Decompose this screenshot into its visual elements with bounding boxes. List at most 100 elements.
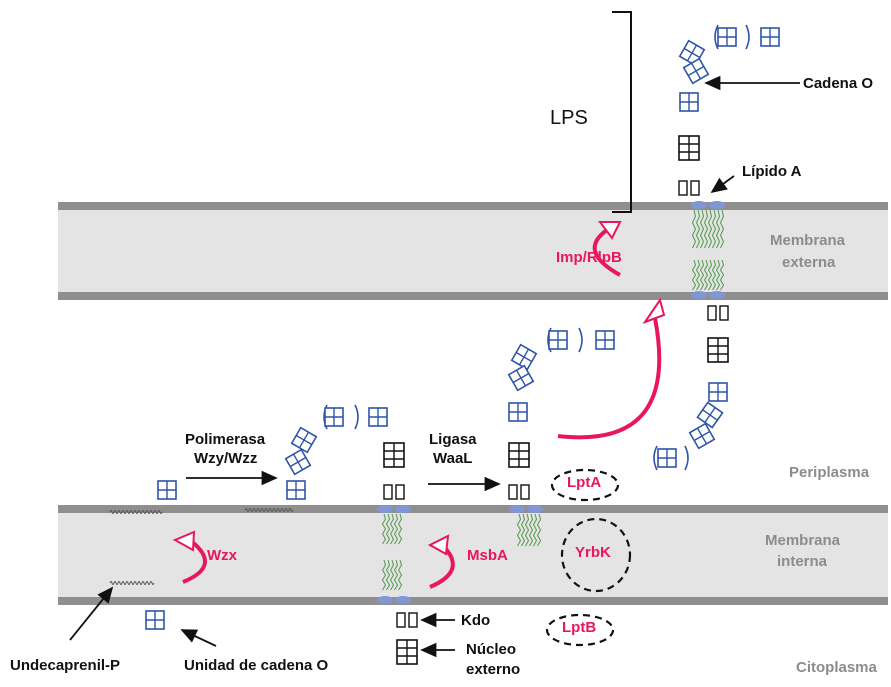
- ligasa-label-1: Ligasa: [429, 431, 477, 448]
- sugar-unit-icon: [688, 422, 716, 450]
- lipid-tail-icon: [711, 209, 717, 249]
- sugar-unit-icon: [510, 343, 538, 371]
- lipid-tail-icon: [385, 513, 391, 545]
- core-icon: [396, 639, 418, 665]
- sugar-unit-icon: [679, 92, 699, 112]
- citoplasma-label: Citoplasma: [796, 659, 877, 676]
- lipid-tail-icon: [520, 513, 526, 547]
- lipido-a-label: Lípido A: [742, 163, 802, 180]
- kdo-box: [678, 180, 688, 196]
- kdo-icon: [396, 612, 418, 628]
- membrana-externa-label-1: Membrana: [770, 232, 846, 249]
- nucleo-label-2: externo: [466, 661, 521, 678]
- lipid-tail-icon: [715, 259, 721, 291]
- pointer-arrow-icon: [180, 629, 217, 647]
- lipid-tail-icon: [536, 513, 542, 547]
- sugar-line: [686, 44, 698, 62]
- lipid-tail-icon: [707, 259, 713, 291]
- lipid-head-icon: [509, 505, 525, 513]
- inner-membrane-bottom: [58, 597, 888, 605]
- sugar-line: [289, 456, 307, 468]
- polimerasa-label-1: Polimerasa: [185, 431, 266, 448]
- imp-ripb-label: Imp/RlpB: [556, 249, 622, 266]
- kdo-box: [707, 305, 717, 321]
- bracket-left: [323, 404, 328, 430]
- nucleo-label-1: Núcleo: [466, 641, 517, 658]
- lipid-tail-icon: [711, 259, 717, 291]
- bracket-right: [684, 445, 689, 471]
- lipid-head-icon: [709, 201, 725, 209]
- pointer-arrow-icon: [69, 586, 114, 641]
- wzx-label: Wzx: [207, 547, 237, 564]
- lipid-tail-icon: [385, 559, 391, 591]
- lipid-tail-icon: [516, 513, 522, 547]
- kdo-box: [408, 612, 418, 628]
- undecaprenyl-carrier-icon: [109, 581, 155, 585]
- kdo-box: [520, 484, 530, 500]
- flip-arrow-head-icon: [427, 534, 450, 556]
- sugar-unit-icon: [657, 448, 677, 468]
- sugar-unit-icon: [290, 426, 318, 454]
- membrana-externa-label-2: externa: [782, 254, 836, 271]
- inner-membrane-top: [58, 505, 888, 513]
- lipid-head-icon: [377, 505, 393, 513]
- repeat-bracket-icon: [547, 327, 583, 353]
- lipid-tail-icon: [699, 209, 705, 249]
- sugar-unit-icon: [145, 610, 165, 630]
- kdo-label: Kdo: [461, 612, 491, 629]
- membrana-interna-label-1: Membrana: [765, 532, 841, 549]
- sugar-line: [518, 348, 530, 366]
- yrbk-label: YrbK: [575, 544, 611, 561]
- lipid-tail-icon: [524, 513, 530, 547]
- kdo-box: [690, 180, 700, 196]
- lipid-tail-icon: [397, 513, 403, 545]
- undecaprenyl-carrier-icon: [109, 510, 163, 514]
- undecaprenil-label: Undecaprenil-P: [10, 657, 121, 674]
- unidad-cadena-o-label: Unidad de cadena O: [184, 657, 329, 674]
- kdo-box: [719, 305, 729, 321]
- lipid-tail-icon: [528, 513, 534, 547]
- sugar-unit-icon: [708, 382, 728, 402]
- yrbk-protein-icon: [560, 517, 632, 593]
- lipid-head-icon: [377, 596, 393, 604]
- kdo-box: [395, 484, 405, 500]
- lipid-tail-icon: [532, 513, 538, 547]
- core-icon: [383, 442, 405, 468]
- polimerasa-label-2: Wzy/Wzz: [194, 450, 258, 467]
- flip-arrow-head-icon: [642, 297, 666, 325]
- periplasma-label: Periplasma: [789, 464, 870, 481]
- bracket-left: [547, 327, 552, 353]
- kdo-box: [383, 484, 393, 500]
- lipid-head-icon: [527, 505, 543, 513]
- lipid-tail-icon: [719, 209, 725, 249]
- kdo-icon: [678, 180, 700, 196]
- flip-arrow-icon: [557, 317, 662, 440]
- sugar-unit-icon: [717, 27, 737, 47]
- lipid-tail-icon: [393, 513, 399, 545]
- repeat-bracket-icon: [653, 445, 689, 471]
- lipid-head-icon: [395, 505, 411, 513]
- ligasa-label-2: WaaL: [433, 450, 473, 467]
- sugar-unit-icon: [595, 330, 615, 350]
- sugar-unit-icon: [368, 407, 388, 427]
- undecaprenyl-carrier-icon: [244, 508, 294, 512]
- lipid-tail-icon: [695, 209, 701, 249]
- lpta-protein-icon: [550, 468, 620, 502]
- sugar-line: [298, 431, 310, 449]
- sugar-unit-icon: [507, 364, 535, 392]
- lipid-tail-icon: [397, 559, 403, 591]
- lipid-tail-icon: [381, 559, 387, 591]
- flip-arrow-head-icon: [598, 221, 622, 240]
- sugar-unit-icon: [760, 27, 780, 47]
- membrana-interna-label-2: interna: [777, 553, 828, 570]
- sugar-unit-icon: [324, 407, 344, 427]
- sugar-unit-icon: [508, 402, 528, 422]
- inner-membrane: [58, 509, 888, 601]
- flip-arrow-icon: [592, 226, 621, 277]
- outer-membrane-top: [58, 202, 888, 210]
- sugar-line: [702, 409, 718, 421]
- lipid-tail-icon: [699, 259, 705, 291]
- repeat-bracket-icon: [714, 24, 750, 50]
- core-icon: [678, 135, 700, 161]
